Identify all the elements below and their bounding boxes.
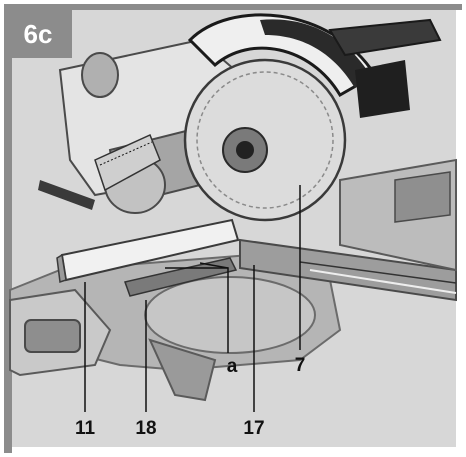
- leader-lines: [84, 185, 301, 412]
- figure-badge: [4, 4, 72, 58]
- bevel-scale: [94, 133, 161, 192]
- callout-a: a: [227, 356, 238, 377]
- lock-lever: [38, 180, 95, 210]
- slide-rail: [239, 238, 457, 302]
- callout-18: 18: [135, 418, 156, 439]
- figure-badge-label: 6c: [24, 19, 53, 49]
- callout-17: 17: [243, 418, 264, 439]
- frame-left: [4, 4, 12, 453]
- right-extension: [339, 158, 457, 272]
- handle: [328, 18, 442, 57]
- frame-top: [4, 4, 462, 10]
- callout-11: 11: [75, 418, 96, 439]
- fence: [56, 218, 240, 284]
- callout-7: 7: [295, 355, 306, 376]
- handle-grip: [355, 60, 410, 118]
- saw-blade: [183, 58, 347, 222]
- guard-black-rim: [260, 19, 372, 89]
